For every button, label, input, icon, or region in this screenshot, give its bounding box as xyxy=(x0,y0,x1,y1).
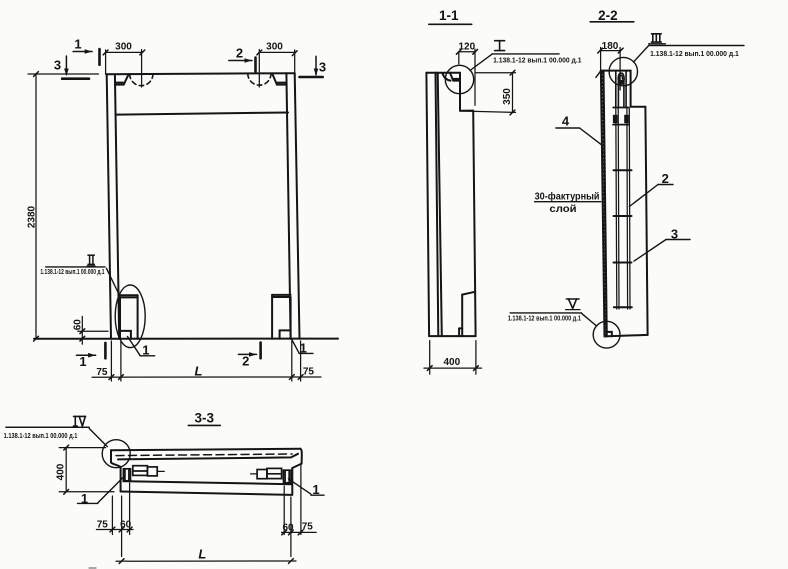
svg-text:2380: 2380 xyxy=(27,205,38,228)
svg-text:30-фактурный: 30-фактурный xyxy=(535,191,600,203)
svg-text:1.138.1-12 вып.1 00.000 д.1: 1.138.1-12 вып.1 00.000 д.1 xyxy=(508,315,582,323)
svg-text:2: 2 xyxy=(662,171,669,186)
svg-text:1: 1 xyxy=(81,491,88,506)
svg-text:4: 4 xyxy=(562,113,570,128)
svg-text:L: L xyxy=(198,547,206,562)
svg-text:1: 1 xyxy=(312,482,319,497)
svg-text:3: 3 xyxy=(671,226,678,241)
svg-text:1: 1 xyxy=(74,37,81,52)
svg-text:1.138.1-12 вып.1 00.000 д.1: 1.138.1-12 вып.1 00.000 д.1 xyxy=(650,48,739,57)
svg-text:1.138.1-12 вып.1 00.000 д.1: 1.138.1-12 вып.1 00.000 д.1 xyxy=(493,55,581,64)
svg-text:75: 75 xyxy=(302,522,314,533)
svg-text:1: 1 xyxy=(300,340,307,355)
svg-text:350: 350 xyxy=(502,88,513,105)
svg-text:1: 1 xyxy=(142,343,149,358)
svg-text:300: 300 xyxy=(115,42,132,53)
svg-text:400: 400 xyxy=(55,463,66,480)
svg-text:60: 60 xyxy=(120,520,132,531)
svg-text:1.138.1-12 вып.1 00.000 д.1: 1.138.1-12 вып.1 00.000 д.1 xyxy=(4,432,78,440)
svg-text:75: 75 xyxy=(96,367,108,378)
svg-text:3: 3 xyxy=(319,60,326,75)
svg-text:2-2: 2-2 xyxy=(598,8,618,23)
svg-text:слой: слой xyxy=(549,203,576,215)
svg-text:1.138.1-12 вып.1 00.000 д.1: 1.138.1-12 вып.1 00.000 д.1 xyxy=(40,268,104,276)
svg-text:75: 75 xyxy=(97,520,109,531)
svg-text:300: 300 xyxy=(266,42,283,53)
svg-text:180: 180 xyxy=(602,41,619,52)
svg-text:75: 75 xyxy=(303,367,315,378)
svg-text:2: 2 xyxy=(236,46,243,61)
svg-text:60: 60 xyxy=(72,319,83,331)
svg-text:400: 400 xyxy=(443,357,460,368)
svg-text:3: 3 xyxy=(54,58,61,73)
svg-text:2: 2 xyxy=(242,354,249,369)
svg-text:1-1: 1-1 xyxy=(439,8,459,23)
svg-text:3-3: 3-3 xyxy=(195,411,215,426)
svg-text:120: 120 xyxy=(458,41,475,52)
svg-text:60: 60 xyxy=(282,522,294,533)
svg-text:L: L xyxy=(195,363,203,378)
svg-text:1: 1 xyxy=(79,354,86,369)
